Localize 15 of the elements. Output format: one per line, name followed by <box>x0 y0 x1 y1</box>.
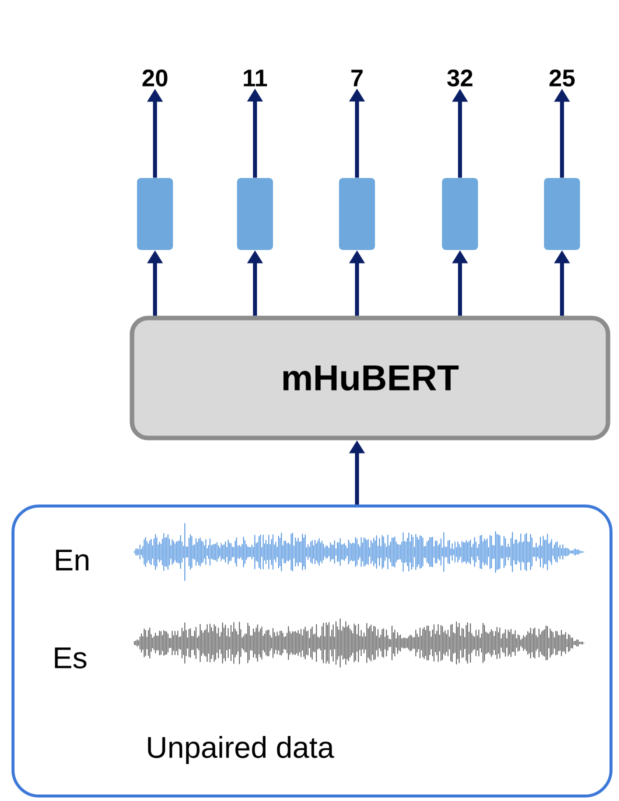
token-number: 25 <box>550 70 575 86</box>
data-box <box>12 504 612 798</box>
language-label: Es <box>54 648 86 668</box>
unit-box <box>237 178 273 250</box>
data-caption: Unpaired data <box>148 736 334 764</box>
token-number: 20 <box>142 70 168 86</box>
unit-box <box>339 178 375 250</box>
token-number: 11 <box>244 70 267 86</box>
unit-box <box>544 178 580 250</box>
unit-box <box>137 178 173 250</box>
token-number: 32 <box>447 70 472 87</box>
token-number: 7 <box>351 70 363 86</box>
unit-box <box>442 178 478 250</box>
language-label: En <box>56 550 88 570</box>
model-box: mHuBERT <box>130 316 610 440</box>
